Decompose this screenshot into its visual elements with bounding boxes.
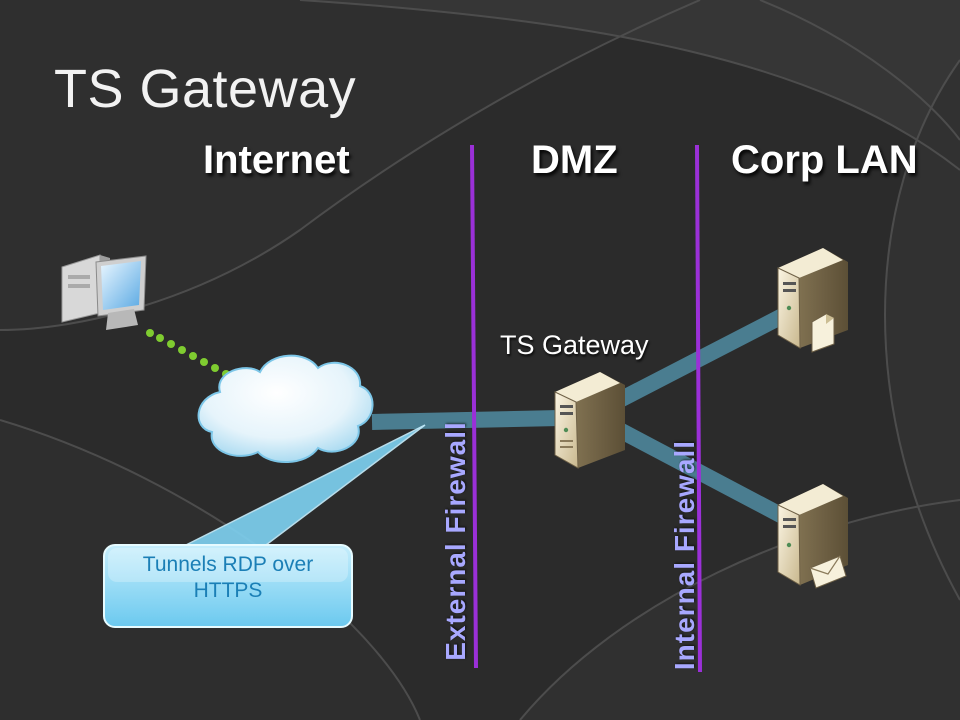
internal-firewall-line — [695, 144, 702, 673]
ts-gateway-server-icon — [554, 372, 625, 469]
slide-title: TS Gateway — [54, 59, 357, 119]
file-server-icon — [777, 248, 848, 353]
callout-line-2: HTTPS — [193, 579, 263, 602]
callout — [103, 424, 426, 628]
zone-internet: Internet — [203, 138, 350, 182]
client-computer-icon — [61, 254, 147, 330]
ts-gateway-label: TS Gateway — [500, 330, 649, 360]
mail-server-icon — [777, 484, 848, 589]
internet-cloud-icon — [197, 354, 374, 464]
callout-text: Tunnels RDP over HTTPS — [108, 552, 348, 604]
external-firewall-line — [470, 144, 478, 669]
zone-dmz: DMZ — [531, 138, 618, 182]
internal-firewall-label: Internal Firewall — [669, 439, 700, 671]
callout-line-1: Tunnels RDP over — [142, 553, 314, 576]
external-firewall-label: External Firewall — [440, 421, 471, 661]
cloud-gateway-link — [371, 410, 561, 430]
zone-corp-lan: Corp LAN — [731, 138, 918, 182]
